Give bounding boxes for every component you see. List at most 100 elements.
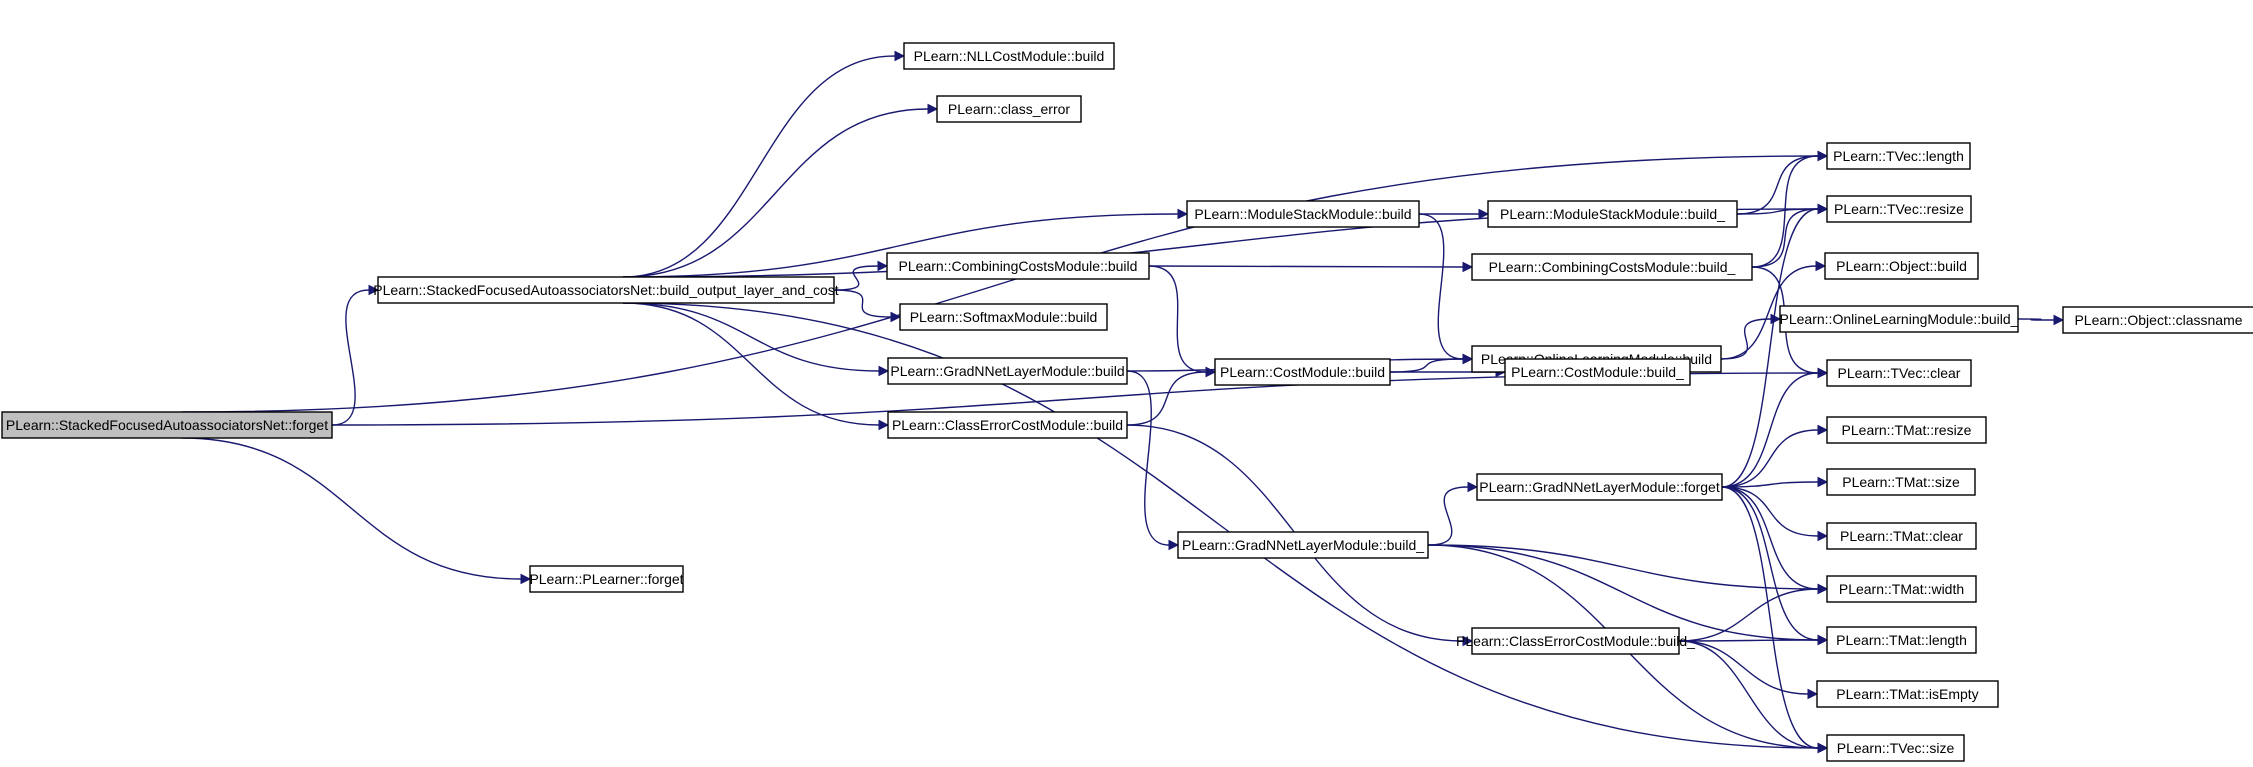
- node-label: PLearn::class_error: [948, 101, 1071, 117]
- edge: [833, 289, 892, 318]
- node-box: [529, 565, 684, 593]
- edges-layer: [181, 50, 2065, 754]
- arrowhead: [520, 573, 532, 585]
- graph-node: PLearn::GradNNetLayerModule::build_: [1177, 531, 1429, 559]
- node-label: PLearn::CostModule::build_: [1511, 364, 1684, 380]
- nodes-layer: PLearn::StackedFocusedAutoassociatorsNet…: [1, 42, 2253, 762]
- edge: [1721, 481, 1819, 488]
- edge: [1751, 208, 1819, 268]
- arrowhead: [894, 50, 906, 62]
- node-label: PLearn::GradNNetLayerModule::build: [890, 363, 1124, 379]
- graph-node: PLearn::TMat::length: [1826, 626, 1977, 654]
- graph-node: PLearn::TMat::clear: [1826, 522, 1977, 550]
- node-box: [1504, 358, 1691, 386]
- node-label: PLearn::GradNNetLayerModule::build_: [1182, 537, 1424, 553]
- edge: [1720, 265, 1817, 360]
- arrowhead: [368, 284, 380, 296]
- arrowhead: [1817, 203, 1829, 215]
- node-box: [1826, 359, 1972, 387]
- node-label: PLearn::TMat::isEmpty: [1836, 686, 1978, 702]
- edge: [331, 289, 370, 426]
- edge: [1721, 486, 1819, 641]
- arrowhead: [1177, 208, 1189, 220]
- node-box: [1471, 253, 1753, 281]
- graph-node: PLearn::Object::classname: [2062, 306, 2253, 334]
- graph-node: PLearn::OnlineLearningModule::build_: [1779, 305, 2019, 333]
- node-label: PLearn::CombiningCostsModule::build_: [1489, 259, 1736, 275]
- edge: [1148, 265, 1207, 373]
- node-label: PLearn::CostModule::build: [1220, 364, 1385, 380]
- graph-node: PLearn::TMat::resize: [1826, 416, 1987, 444]
- edge: [1721, 486, 1819, 537]
- arrowhead: [1817, 583, 1829, 595]
- graph-node: PLearn::TVec::size: [1826, 734, 1965, 762]
- edge: [1721, 372, 1819, 488]
- arrowhead: [877, 260, 889, 272]
- node-box: [887, 411, 1128, 439]
- arrowhead: [2053, 314, 2065, 326]
- edge: [1126, 370, 1170, 546]
- node-box: [377, 276, 835, 304]
- edge: [1678, 640, 1819, 749]
- arrowhead: [1817, 424, 1829, 436]
- edge: [1148, 265, 1464, 268]
- node-box: [1487, 200, 1738, 228]
- graph-node: PLearn::PLearner::forget: [529, 565, 684, 593]
- edge: [1720, 318, 1772, 360]
- node-box: [2062, 306, 2253, 334]
- node-label: PLearn::TMat::length: [1836, 632, 1967, 648]
- node-label: PLearn::NLLCostModule::build: [914, 48, 1105, 64]
- graph-node: PLearn::Object::build: [1824, 252, 1979, 280]
- edge: [833, 265, 879, 291]
- arrowhead: [878, 419, 890, 431]
- graph-node: PLearn::SoftmaxModule::build: [899, 303, 1108, 331]
- node-box: [903, 42, 1115, 70]
- node-label: PLearn::GradNNetLayerModule::forget: [1479, 479, 1720, 495]
- node-box: [1826, 575, 1977, 603]
- edge: [1736, 208, 1819, 215]
- graph-node: PLearn::StackedFocusedAutoassociatorsNet…: [373, 276, 839, 304]
- graph-node: PLearn::ClassErrorCostModule::build: [887, 411, 1128, 439]
- node-label: PLearn::TMat::clear: [1840, 528, 1963, 544]
- node-box: [1824, 252, 1979, 280]
- node-label: PLearn::TMat::size: [1842, 474, 1960, 490]
- edge: [1418, 213, 1464, 360]
- node-label: PLearn::TMat::width: [1839, 581, 1964, 597]
- node-label: PLearn::TVec::length: [1833, 148, 1964, 164]
- edge: [1736, 155, 1819, 215]
- node-box: [1, 411, 333, 439]
- node-box: [1186, 200, 1420, 228]
- edge: [1721, 486, 1819, 749]
- node-box: [1826, 734, 1965, 762]
- graph-node: PLearn::TMat::width: [1826, 575, 1977, 603]
- node-label: PLearn::StackedFocusedAutoassociatorsNet…: [373, 282, 839, 298]
- edge: [622, 213, 1179, 278]
- node-label: PLearn::ModuleStackModule::build: [1194, 206, 1411, 222]
- edge: [622, 302, 1819, 749]
- arrowhead: [1478, 208, 1490, 220]
- arrowhead: [1817, 530, 1829, 542]
- node-box: [1826, 416, 1987, 444]
- node-box: [899, 303, 1108, 331]
- node-label: PLearn::TVec::clear: [1838, 365, 1961, 381]
- graph-node: PLearn::class_error: [936, 95, 1082, 123]
- graph-node: PLearn::CostModule::build_: [1504, 358, 1691, 386]
- graph-node: PLearn::TMat::isEmpty: [1816, 680, 1999, 708]
- node-label: PLearn::TMat::resize: [1842, 422, 1972, 438]
- arrowhead: [1205, 366, 1217, 378]
- graph-node: PLearn::GradNNetLayerModule::forget: [1476, 473, 1723, 501]
- arrowhead: [1817, 634, 1829, 646]
- arrowhead: [1467, 481, 1479, 493]
- edge: [1678, 639, 1819, 642]
- node-box: [1826, 468, 1976, 496]
- arrowhead: [890, 311, 902, 323]
- graph-node: PLearn::CombiningCostsModule::build_: [1471, 253, 1753, 281]
- edge: [1751, 155, 1819, 268]
- edge: [1721, 486, 1819, 590]
- arrowhead: [1168, 539, 1180, 551]
- arrowhead: [1807, 688, 1819, 700]
- edge: [622, 302, 880, 426]
- node-box: [887, 357, 1128, 385]
- node-label: PLearn::ClassErrorCostModule::build_: [1456, 633, 1695, 649]
